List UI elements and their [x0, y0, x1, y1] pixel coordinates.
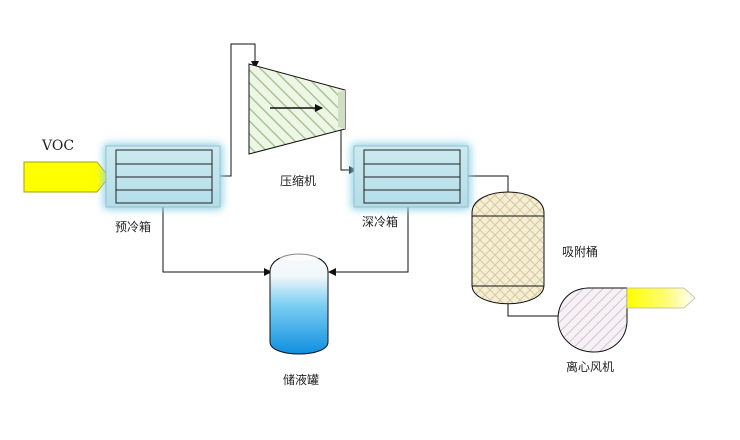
pipe-deep-cooler-to-adsorber — [466, 175, 509, 193]
piping — [162, 43, 562, 317]
centrifugal-fan — [557, 287, 696, 353]
adsorber-label: 吸附桶 — [562, 245, 599, 259]
adsorber — [471, 191, 545, 305]
storage-tank — [269, 251, 329, 355]
deep-cooler — [351, 143, 471, 210]
deep-cooler-label: 深冷箱 — [362, 215, 399, 229]
storage-tank-label: 储液罐 — [283, 373, 320, 387]
fan-label: 离心风机 — [566, 360, 615, 374]
pipe-deep-cooler-to-tank — [328, 205, 409, 276]
voc-inlet-arrow — [23, 161, 110, 193]
pipe-precooler-to-tank — [162, 205, 272, 276]
compressor-label: 压缩机 — [280, 174, 317, 188]
pipe-precooler-to-compressor — [218, 43, 259, 177]
precooler — [103, 143, 223, 210]
compressor — [248, 63, 346, 155]
pipe-adsorber-to-fan — [507, 303, 562, 317]
precooler-label: 预冷箱 — [115, 220, 152, 234]
voc-label: VOC — [42, 138, 75, 154]
exhaust-arrow — [626, 287, 696, 309]
